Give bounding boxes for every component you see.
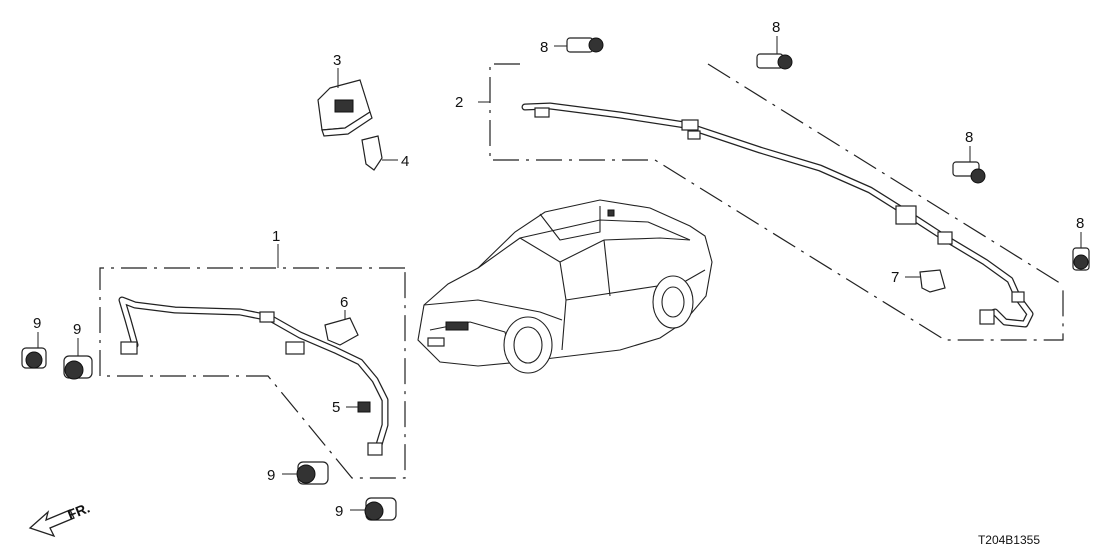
rear-sensor-8-a <box>554 37 604 53</box>
front-sensor-9-b <box>63 338 93 380</box>
callout-2: 2 <box>455 94 463 111</box>
car-illustration <box>417 199 713 374</box>
parking-sensor-control-unit <box>317 68 373 137</box>
rear-sensor-8-c <box>952 146 986 184</box>
callout-9-c: 9 <box>267 467 275 484</box>
front-direction-arrow-icon <box>28 509 75 538</box>
harness-clip-5 <box>346 401 371 413</box>
front-harness-group-outline <box>99 244 406 479</box>
control-unit-bracket <box>361 135 398 171</box>
callout-8-c: 8 <box>965 129 973 146</box>
callout-8-b: 8 <box>772 19 780 36</box>
front-direction-label: FR. <box>65 499 92 522</box>
front-parking-sensor-harness <box>118 296 389 456</box>
harness-holder-6 <box>324 310 359 346</box>
rear-sensor-8-d <box>1072 232 1090 271</box>
callout-4: 4 <box>401 153 409 170</box>
callout-7: 7 <box>891 269 899 286</box>
diagram-code: T204B1355 <box>978 533 1040 547</box>
callout-6: 6 <box>340 294 348 311</box>
callout-3: 3 <box>333 52 341 69</box>
callout-9-b: 9 <box>73 321 81 338</box>
front-sensor-9-c <box>282 461 329 485</box>
callout-8-d: 8 <box>1076 215 1084 232</box>
front-sensor-9-d <box>350 497 397 521</box>
callout-1: 1 <box>272 228 280 245</box>
callout-8-a: 8 <box>540 39 548 56</box>
callout-9-a: 9 <box>33 315 41 332</box>
rear-sensor-8-b <box>756 36 793 70</box>
callout-9-d: 9 <box>335 503 343 520</box>
rear-parking-sensor-harness <box>521 102 1034 328</box>
callout-5: 5 <box>332 399 340 416</box>
front-sensor-9-a <box>21 332 47 369</box>
harness-clip-7 <box>905 269 946 293</box>
rear-harness-group-outline <box>478 63 1064 341</box>
